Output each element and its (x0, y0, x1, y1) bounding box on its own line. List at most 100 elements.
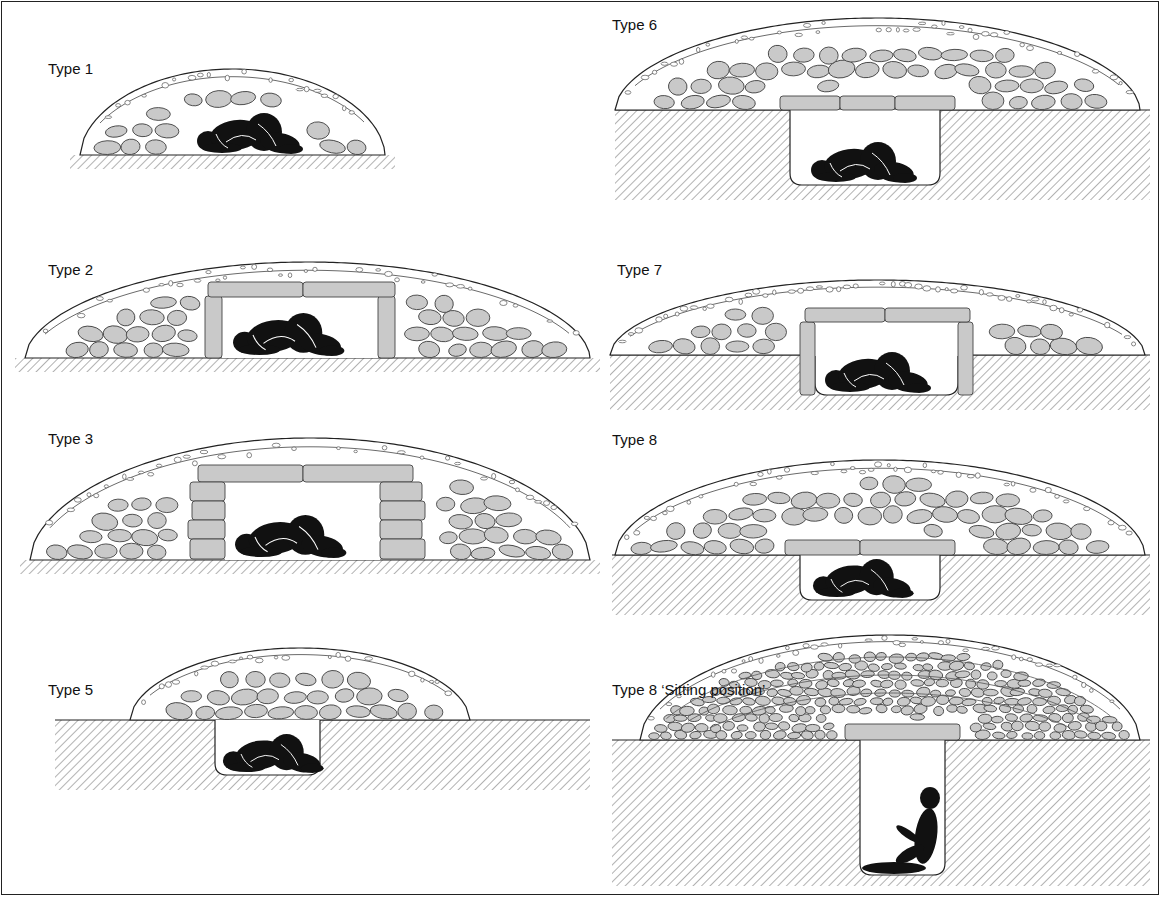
burial-figure (233, 313, 344, 358)
stone (65, 340, 90, 359)
mound-outline (615, 460, 1145, 555)
stone (742, 697, 756, 706)
stone (755, 63, 778, 81)
pebble (127, 478, 134, 481)
stone (799, 679, 813, 689)
pebble (77, 313, 85, 317)
pebble (656, 317, 662, 322)
stone (680, 540, 705, 557)
stone-slab (780, 96, 840, 110)
pebble (183, 455, 190, 458)
ground-hatch (615, 110, 1150, 200)
pebble (680, 306, 688, 311)
pebble (1082, 682, 1086, 687)
stone (816, 714, 826, 722)
pebble (1055, 495, 1060, 499)
stone (452, 326, 479, 341)
pebble (365, 657, 373, 661)
type-label: Type 8 ‘Sitting position’ (612, 681, 765, 699)
stone (448, 513, 473, 530)
stone (868, 663, 880, 672)
stone-slab (192, 501, 225, 520)
pebble (547, 320, 553, 322)
stone-slab (800, 322, 815, 395)
stone (891, 706, 901, 713)
pebble (904, 467, 911, 473)
stone (815, 680, 828, 691)
stone (922, 663, 933, 671)
pebble (915, 284, 922, 289)
pebble (923, 463, 926, 468)
grave-pit (790, 110, 940, 185)
pebble (159, 284, 164, 286)
pebble (675, 312, 679, 316)
stone (814, 662, 825, 671)
stone (934, 62, 959, 80)
pebble (74, 498, 81, 502)
stone (745, 731, 756, 738)
stone (256, 688, 279, 705)
stone (672, 337, 696, 356)
stone (965, 678, 976, 689)
stone (1084, 93, 1108, 109)
stone (1017, 697, 1032, 706)
stone (996, 494, 1020, 507)
pebble (741, 36, 747, 39)
burial-figure (197, 113, 303, 156)
stone (895, 680, 907, 690)
type-label: Type 8 (612, 431, 657, 449)
pebble (899, 643, 906, 646)
pebble (267, 268, 272, 272)
pebble (239, 657, 242, 659)
stone (145, 139, 167, 155)
stone-slab (378, 296, 395, 358)
stone (131, 497, 152, 511)
pebble (282, 655, 290, 660)
stone (824, 662, 839, 669)
pebble (292, 447, 297, 451)
pebble (1027, 300, 1032, 303)
pebble (664, 314, 668, 318)
stone (666, 521, 687, 540)
stone (802, 507, 828, 522)
pebble (767, 469, 771, 474)
pebble (1045, 487, 1051, 492)
stone (819, 47, 838, 65)
pebble (853, 284, 858, 288)
stone (753, 509, 776, 522)
pebble (776, 476, 782, 479)
stone (945, 689, 955, 696)
pebble (216, 279, 220, 282)
stone (956, 653, 970, 661)
pebble (822, 21, 825, 24)
stone (970, 723, 982, 733)
pebble (886, 28, 891, 32)
pebble (337, 447, 341, 450)
stone (346, 139, 367, 156)
stone (791, 723, 807, 734)
burial-figure (813, 559, 914, 600)
stone (489, 339, 517, 360)
stone (816, 493, 840, 508)
stone (1044, 79, 1069, 95)
pebble (1032, 297, 1040, 301)
stone (737, 323, 756, 338)
ground-hatch (70, 155, 395, 169)
stone (1050, 732, 1061, 740)
pebble (1057, 51, 1061, 54)
stone (778, 721, 790, 731)
pebble (982, 32, 990, 37)
pebble (174, 457, 181, 462)
stone (319, 704, 342, 721)
pebble (211, 661, 218, 666)
pebble (998, 295, 1005, 300)
stone (956, 508, 980, 525)
pebble (734, 482, 738, 486)
stone (79, 530, 102, 543)
pebble (763, 294, 768, 298)
stone (681, 722, 696, 733)
stone (439, 531, 458, 544)
stone (932, 505, 959, 524)
pebble (739, 299, 743, 304)
